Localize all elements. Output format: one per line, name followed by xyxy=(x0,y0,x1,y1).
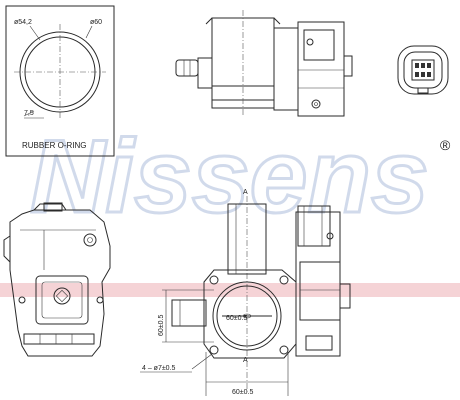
rear-view-top-cap xyxy=(33,203,67,211)
connector-outer-shell xyxy=(397,45,449,95)
rear-view xyxy=(3,202,111,357)
front-view-actuator-bolt xyxy=(326,232,334,240)
oring-inner-diameter-label: ø54,2 xyxy=(14,19,32,26)
dim-bore-width-inner-label: 60±0.5 xyxy=(226,315,247,322)
side-view-left-nipple xyxy=(175,59,199,77)
rear-view-bottom-rail xyxy=(23,333,95,345)
side-view-connector-block xyxy=(303,29,335,61)
rear-view-wire-harness xyxy=(3,235,11,263)
front-view-connector-block xyxy=(297,205,331,247)
side-view xyxy=(175,10,353,117)
front-view-left-lug xyxy=(171,299,207,327)
connector-pin-carrier xyxy=(411,59,435,81)
rear-view-shaft xyxy=(53,287,71,305)
connector-pin-3 xyxy=(427,63,431,68)
connector-pin-6 xyxy=(427,72,431,77)
connector-pin-4 xyxy=(415,72,419,77)
front-view: A A 60±0.5 60±0 xyxy=(140,189,351,396)
oring-thickness-label: 7,5 xyxy=(24,110,34,117)
side-view-left-stub xyxy=(197,57,213,89)
rear-view-gear-cover-inner xyxy=(41,281,83,319)
oring-thickness-leader xyxy=(23,110,35,117)
throttle-bore-outer xyxy=(212,281,282,351)
mounting-hole-top-right xyxy=(279,275,289,285)
side-view-bolt-bottom xyxy=(311,99,321,109)
mounting-hole-top-left xyxy=(209,275,219,285)
side-view-bolt-bottom-inner xyxy=(314,102,318,106)
rear-view-gear-cover xyxy=(35,275,89,325)
front-view-bottom-tab xyxy=(305,335,333,351)
side-view-actuator-cover xyxy=(297,21,345,117)
side-view-connector-latch xyxy=(343,55,353,77)
side-view-bolt-top xyxy=(306,38,314,46)
dim-bore-height-label: 60±0.5 xyxy=(158,315,165,336)
oring-inner-diameter-leader xyxy=(29,25,41,41)
connector-end-view xyxy=(397,45,449,95)
mounting-hole-bottom-left xyxy=(209,345,219,355)
rear-view-top-plug xyxy=(43,202,63,212)
throttle-plate-shaft xyxy=(242,313,252,319)
mounting-hole-bottom-right xyxy=(279,345,289,355)
front-view-upper-stem xyxy=(227,203,267,275)
dim-bore-width-outer-label: 60±0.5 xyxy=(232,389,253,396)
rear-view-mount-boss-hole xyxy=(87,237,93,243)
rear-view-screw-left xyxy=(18,296,26,304)
throttle-bore-inner xyxy=(216,285,278,347)
connector-pin-2 xyxy=(421,63,425,68)
rear-view-housing-outline xyxy=(9,209,111,357)
dim-holes-label: 4 – ø7±0.5 xyxy=(142,365,176,372)
oring-detail-frame xyxy=(5,5,115,157)
dim-holes-leader xyxy=(191,353,213,370)
front-view-side-tab xyxy=(339,283,351,309)
oring-detail-view: ø54,2 ø60 7,5 RUBBER O-RING xyxy=(5,5,115,157)
connector-inner-shell xyxy=(403,51,443,89)
watermark-band xyxy=(0,283,460,297)
watermark-registered-mark: ® xyxy=(440,137,451,153)
oring-outer-diameter-label: ø60 xyxy=(90,19,102,26)
section-marker-bottom: A xyxy=(243,357,248,364)
side-view-actuator-housing xyxy=(273,27,299,111)
connector-pin-5 xyxy=(421,72,425,77)
watermark-brand: Nissens xyxy=(30,119,429,235)
watermark: Nissens ® xyxy=(0,118,460,297)
rear-view-mount-boss xyxy=(83,233,97,247)
oring-caption: RUBBER O-RING xyxy=(22,141,86,150)
connector-key-tab xyxy=(417,87,429,94)
rear-view-shaft-flat xyxy=(55,289,69,303)
section-marker-top: A xyxy=(243,189,248,196)
rear-view-screw-right xyxy=(96,296,104,304)
oring-outer-diameter-leader xyxy=(85,25,93,39)
connector-pin-1 xyxy=(415,63,419,68)
